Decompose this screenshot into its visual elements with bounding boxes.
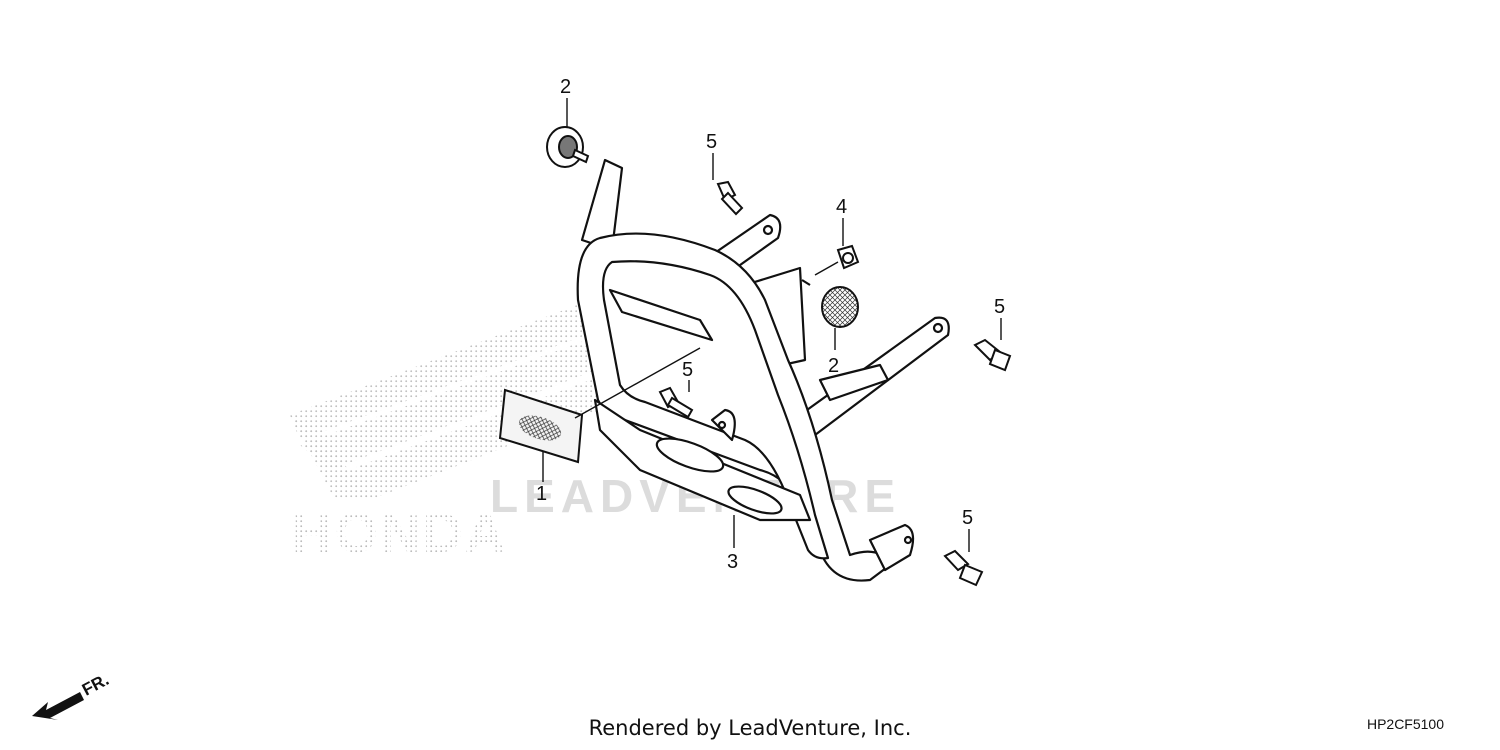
callout-2-lower: 2 <box>828 355 839 377</box>
render-credit: Rendered by LeadVenture, Inc. <box>588 716 912 740</box>
part-2-grommet-lower <box>821 286 859 328</box>
front-indicator-label: FR. <box>79 670 112 700</box>
callout-5-lower: 5 <box>962 507 973 529</box>
diagram-code: HP2CF5100 <box>1366 716 1444 732</box>
callout-3: 3 <box>727 551 738 573</box>
callout-5-right: 5 <box>994 296 1005 318</box>
callout-2-upper: 2 <box>560 76 571 98</box>
honda-wordmark-watermark: HONDA <box>292 501 507 564</box>
part-4-nut <box>836 244 860 270</box>
part-5-bolt-a <box>716 180 744 216</box>
part-5-bolt-c <box>973 338 1012 372</box>
part-5-bolt-d <box>943 549 984 587</box>
part-5-bolt-b <box>658 386 694 419</box>
leader-lines <box>542 98 1002 552</box>
callout-4: 4 <box>836 196 847 218</box>
part-1-reflector <box>498 388 584 464</box>
callout-5-upper: 5 <box>706 131 717 153</box>
callout-1: 1 <box>536 483 547 505</box>
part-3-front-guard <box>576 158 950 582</box>
callout-5-middle: 5 <box>682 359 693 381</box>
front-arrow-icon: FR. <box>32 670 112 720</box>
part-2-grommet-upper <box>546 126 590 168</box>
